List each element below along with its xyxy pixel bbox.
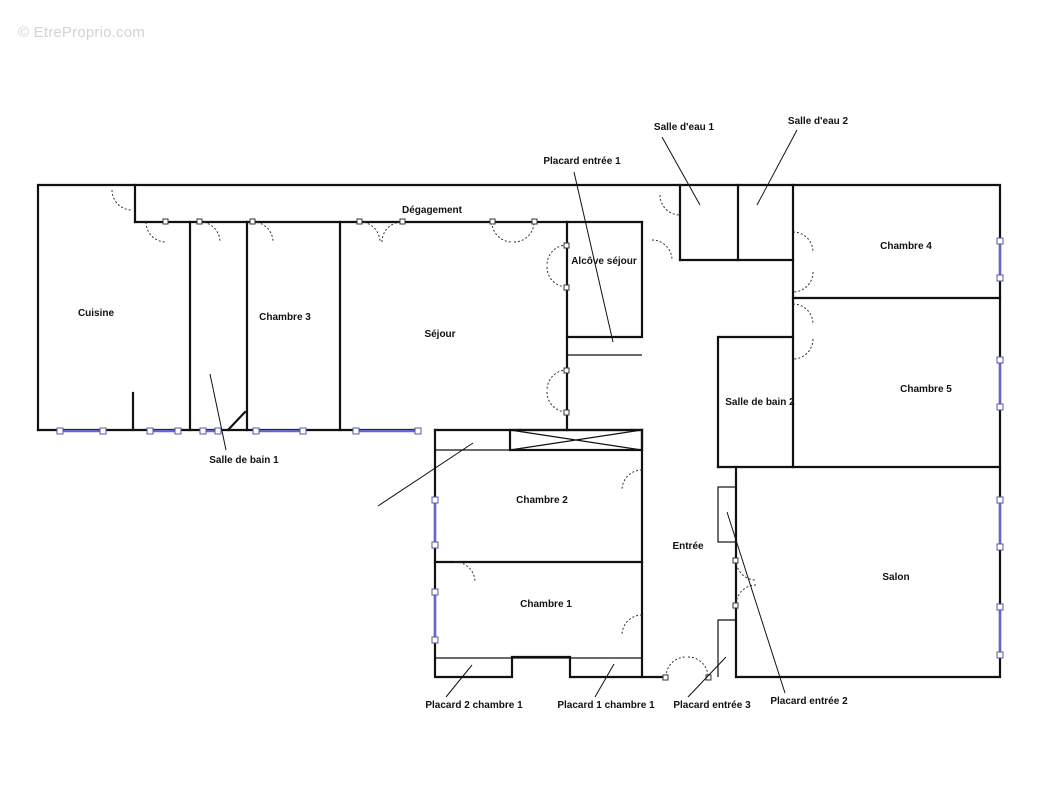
- room-label-chambre3: Chambre 3: [259, 312, 311, 323]
- callout-placard2-chambre1: Placard 2 chambre 1: [425, 700, 523, 711]
- callout-placard-entree3: Placard entrée 3: [673, 700, 751, 711]
- room-label-alcove-sejour: Alcôve séjour: [571, 256, 637, 267]
- room-label-chambre4: Chambre 4: [880, 241, 932, 252]
- callout-placard1-chambre1: Placard 1 chambre 1: [557, 700, 655, 711]
- callout-placard-entree1: Placard entrée 1: [543, 156, 621, 167]
- room-label-chambre2: Chambre 2: [516, 495, 568, 506]
- room-labels: Cuisine Chambre 3 Séjour Dégagement Alcô…: [78, 205, 952, 610]
- windows: [56, 237, 1004, 659]
- room-label-salon: Salon: [882, 572, 909, 583]
- walls: [36, 183, 1002, 679]
- room-label-chambre1: Chambre 1: [520, 599, 572, 610]
- doors: [111, 189, 814, 681]
- room-label-cuisine: Cuisine: [78, 308, 115, 319]
- callout-salle-deau1: Salle d'eau 1: [654, 122, 715, 133]
- room-label-entree: Entrée: [672, 541, 704, 552]
- leader-lines: [209, 129, 798, 698]
- watermark: © EtreProprio.com: [18, 24, 145, 41]
- callout-salle-de-bain1: Salle de bain 1: [209, 455, 279, 466]
- room-label-degagement: Dégagement: [402, 205, 463, 216]
- room-label-sejour: Séjour: [424, 329, 455, 340]
- room-label-chambre5: Chambre 5: [900, 384, 952, 395]
- callout-labels: Salle d'eau 1 Salle d'eau 2 Placard entr…: [209, 116, 848, 711]
- callout-placard-entree2: Placard entrée 2: [770, 696, 848, 707]
- room-label-salle-de-bain2: Salle de bain 2: [725, 397, 795, 408]
- callout-salle-deau2: Salle d'eau 2: [788, 116, 849, 127]
